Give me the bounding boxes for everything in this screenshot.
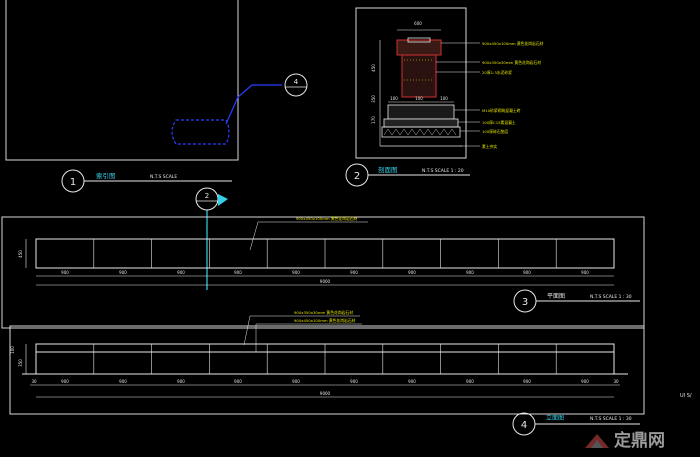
view1-title-block: 1 索引图 N.T.S SCALE — [61, 169, 232, 193]
elev-seg-dim: 900 — [119, 379, 127, 384]
elevation-view: 900x350x30mm 黄色花岗岩石材 900x450x100mm 黄色花岗岩… — [9, 310, 645, 415]
section-body — [401, 54, 437, 98]
section-cut-arrow — [218, 194, 228, 206]
elev-seg-dim: 900 — [292, 379, 300, 384]
elev-seg-dim: 30 — [31, 379, 37, 384]
watermark: 定鼎网 — [585, 430, 665, 451]
section-mid-dim-3: 100 — [440, 96, 448, 101]
elev-note-1: 900x350x30mm 黄色花岗岩石材 — [294, 310, 353, 315]
section-concrete-layer — [383, 118, 459, 128]
section-cap-top — [407, 37, 431, 43]
elev-seg-dim: 900 — [177, 379, 185, 384]
margin-text: UI S/ — [680, 393, 692, 399]
section-dim-350: 350 — [371, 95, 376, 103]
elev-note-2: 900x450x100mm 黄色花岗岩石材 — [294, 318, 356, 323]
elev-seg-dim: 900 — [523, 379, 531, 384]
section-frame — [355, 7, 467, 159]
plan-seg-dim: 900 — [234, 270, 242, 275]
section-note-6: 100厚碎石垫层 — [482, 129, 508, 134]
section-cut-number: 2 — [205, 192, 209, 200]
section-mid-dim-2: 100 — [415, 96, 423, 101]
view2-number: 2 — [354, 171, 360, 182]
plan-seg-dim: 900 — [292, 270, 300, 275]
section-gravel-layer — [381, 126, 461, 138]
index-leader-line — [225, 84, 282, 125]
plan-seg-dim: 900 — [581, 270, 589, 275]
plan-note-leader — [249, 221, 259, 251]
section-gravel-pattern — [383, 128, 457, 136]
section-note-2: 900x350x30mm 黄色花岗岩石材 — [482, 60, 541, 65]
view1-scale: N.T.S SCALE — [150, 174, 177, 180]
view4-title-block: 4 立面图 N.T.S SCALE 1 : 30 — [512, 412, 640, 436]
plan-view: 900x450x100mm 黄色花岗岩石材 450 900 900 900 90… — [1, 216, 645, 329]
section-cut-marker[interactable]: 2 — [195, 187, 228, 290]
view1-title: 索引图 — [96, 171, 116, 180]
plan-seg-dim: 900 — [466, 270, 474, 275]
elev-seg-dim: 900 — [466, 379, 474, 384]
section-mid-dim-1: 100 — [390, 96, 398, 101]
plan-note: 900x450x100mm 黄色花岗岩石材 — [296, 216, 358, 221]
section-note-7: 素土夯实 — [482, 144, 497, 149]
view2-title: 剖面图 — [378, 165, 398, 174]
plan-seg-dim: 900 — [177, 270, 185, 275]
elev-seg-dim: 900 — [234, 379, 242, 384]
view3-number: 3 — [522, 297, 528, 308]
elevation-frame — [9, 325, 645, 415]
index-plan-frame — [5, 0, 239, 161]
view3-scale: N.T.S SCALE 1 : 30 — [590, 294, 632, 300]
elevation-joints — [93, 344, 557, 374]
section-view: 600 450 350 170 100 100 100 — [355, 7, 544, 159]
plan-total-dim: 9000 — [320, 279, 331, 284]
elev-seg-dim: 900 — [61, 379, 69, 384]
index-plan-view: 4 — [5, 0, 308, 161]
view2-scale: N.T.S SCALE 1 : 20 — [422, 168, 464, 174]
elev-left-dim-1: 100 — [10, 346, 15, 354]
watermark-logo-icon — [585, 434, 609, 448]
section-top-dim: 600 — [414, 21, 422, 26]
elev-seg-dim: 900 — [408, 379, 416, 384]
plan-joints — [93, 239, 557, 268]
section-footing — [387, 104, 455, 120]
section-note-5: 100厚C15素混凝土 — [482, 120, 516, 125]
section-note-1: 900x450x100mm 黄色花岗岩石材 — [482, 41, 544, 46]
section-dim-450: 450 — [371, 64, 376, 72]
detail-callout-a[interactable] — [284, 73, 308, 97]
plan-seg-dim: 900 — [350, 270, 358, 275]
elev-left-dim-2: 350 — [18, 359, 23, 367]
plan-frame — [1, 216, 645, 329]
elev-seg-dim: 30 — [613, 379, 619, 384]
view2-title-block: 2 剖面图 N.T.S SCALE 1 : 20 — [345, 163, 470, 187]
plan-seg-dim: 900 — [523, 270, 531, 275]
section-note-3: 20厚1:3水泥砂浆 — [482, 70, 512, 75]
elev-seg-dim: 900 — [350, 379, 358, 384]
elev-seg-dim: 900 — [581, 379, 589, 384]
view4-number: 4 — [521, 420, 527, 431]
view4-scale: N.T.S SCALE 1 : 30 — [590, 416, 632, 422]
section-leaders — [436, 42, 480, 147]
plan-seg-dim: 900 — [119, 270, 127, 275]
plan-seg-dim: 900 — [408, 270, 416, 275]
view3-title-block: 3 平面图 N.T.S SCALE 1 : 30 — [513, 289, 640, 313]
view4-title: 立面图 — [546, 414, 564, 422]
elev-note-leader-1 — [243, 315, 251, 346]
section-dim-170: 170 — [371, 116, 376, 124]
section-note-4: M10砂浆砌筑混凝土砖 — [482, 108, 521, 113]
index-plan-outline — [171, 119, 230, 145]
plan-height-dim: 450 — [18, 250, 23, 258]
view3-title: 平面图 — [547, 293, 565, 300]
plan-seg-dim: 900 — [61, 270, 69, 275]
detail-callout-a-number: 4 — [294, 78, 299, 86]
view1-number: 1 — [70, 177, 76, 188]
elev-total-dim: 9000 — [320, 391, 331, 396]
watermark-text: 定鼎网 — [614, 430, 665, 451]
